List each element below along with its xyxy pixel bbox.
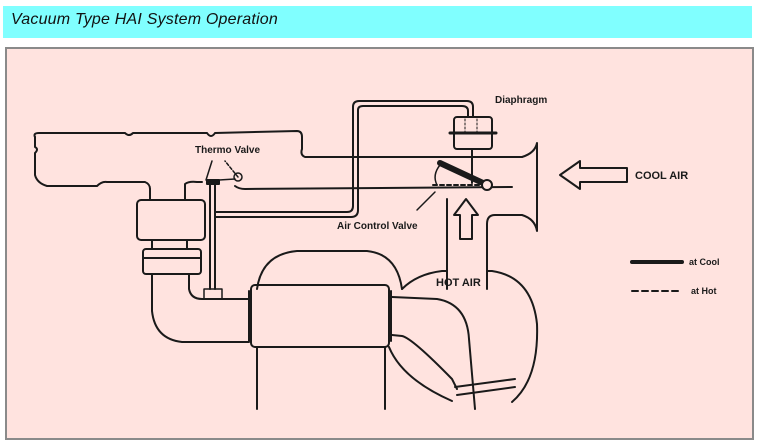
legend-label-hot: at Hot bbox=[691, 286, 717, 296]
snorkel-duct-lower bbox=[184, 180, 513, 190]
thermo-valve-flap bbox=[224, 160, 239, 178]
thermo-valve-rod bbox=[209, 182, 216, 290]
diaphragm-springs bbox=[464, 118, 478, 134]
legend-label-cool: at Cool bbox=[689, 257, 720, 267]
hot-air-arrow-icon bbox=[453, 198, 479, 240]
thermo-valve-base bbox=[203, 288, 223, 300]
exhaust-manifold bbox=[388, 296, 476, 410]
air-control-valve-motion-arrow bbox=[434, 164, 441, 186]
air-filter-cylinder bbox=[250, 284, 390, 348]
engine-dome bbox=[256, 250, 403, 290]
intake-pipe bbox=[151, 273, 250, 343]
air-cleaner-housing-bottom bbox=[34, 136, 151, 190]
snorkel-flare bbox=[486, 142, 538, 290]
page-title: Vacuum Type HAI System Operation bbox=[11, 11, 278, 28]
thermo-valve-pivot bbox=[233, 172, 243, 182]
label-thermo-valve: Thermo Valve bbox=[195, 145, 260, 156]
air-control-valve-flap-cool bbox=[437, 160, 486, 186]
label-cool-air: COOL AIR bbox=[635, 170, 688, 182]
hot-air-stove bbox=[401, 270, 539, 403]
vacuum-hose bbox=[214, 100, 474, 218]
carb-neck-lower bbox=[151, 239, 188, 250]
label-diaphragm: Diaphragm bbox=[495, 95, 547, 106]
carb-spacer bbox=[142, 248, 202, 275]
label-air-control-valve: Air Control Valve bbox=[337, 221, 418, 232]
thermo-valve-lever bbox=[218, 178, 236, 181]
air-control-valve-pivot bbox=[481, 179, 493, 191]
label-hot-air: HOT AIR bbox=[436, 277, 481, 289]
hai-system-diagram: Diaphragm Thermo Valve Air Control Valve… bbox=[33, 95, 720, 410]
carb-body-upper bbox=[136, 199, 206, 241]
title-banner: Vacuum Type HAI System Operation bbox=[3, 6, 752, 38]
carb-neck bbox=[149, 188, 186, 200]
exhaust-clamp bbox=[454, 378, 516, 396]
engine-walls bbox=[256, 346, 386, 410]
air-control-valve-leader bbox=[416, 191, 436, 211]
thermo-valve-top bbox=[206, 179, 220, 185]
cool-air-arrow-icon bbox=[559, 160, 628, 190]
diagram-panel: Diaphragm Thermo Valve Air Control Valve… bbox=[5, 47, 754, 440]
air-cleaner-housing bbox=[33, 130, 523, 158]
legend: at Cool at Hot bbox=[630, 257, 720, 296]
thermo-valve-arrow bbox=[205, 160, 213, 181]
